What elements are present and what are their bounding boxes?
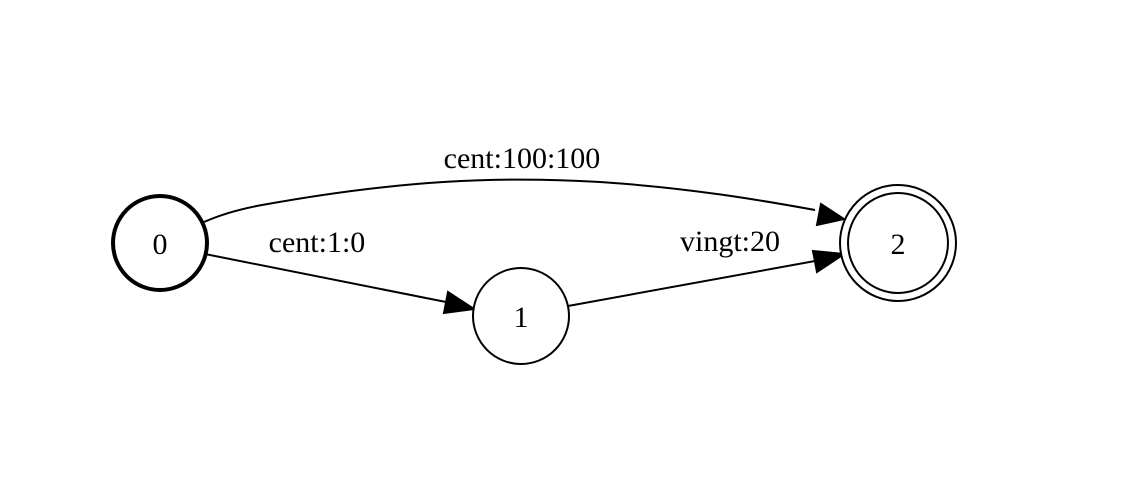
- state-0: 0: [111, 194, 209, 292]
- edge-label-0-to-1: cent:1:0: [269, 226, 366, 259]
- state-2-label: 2: [891, 228, 906, 261]
- state-1-circle: [472, 267, 570, 365]
- edge-line-1-to-2: [567, 260, 816, 307]
- arrowhead-0-to-2: [815, 202, 847, 227]
- edge-line-0-to-1: [204, 253, 447, 303]
- edge-label-0-to-2: cent:100:100: [444, 142, 601, 175]
- edge-0-to-1: cent:1:0: [204, 226, 477, 315]
- edge-0-to-2: cent:100:100: [203, 142, 847, 227]
- edge-label-1-to-2: vingt:20: [680, 225, 780, 258]
- state-0-label: 0: [153, 228, 168, 261]
- state-2: 2: [839, 184, 957, 302]
- state-0-circle: [111, 194, 209, 292]
- edge-line-0-to-2: [203, 178, 816, 223]
- arrowhead-1-to-2: [811, 249, 847, 274]
- arrowhead-0-to-1: [442, 290, 477, 315]
- state-2-inner-circle: [847, 192, 949, 294]
- state-1-label: 1: [514, 301, 529, 334]
- edge-1-to-2: vingt:20: [567, 225, 847, 307]
- state-1: 1: [472, 267, 570, 365]
